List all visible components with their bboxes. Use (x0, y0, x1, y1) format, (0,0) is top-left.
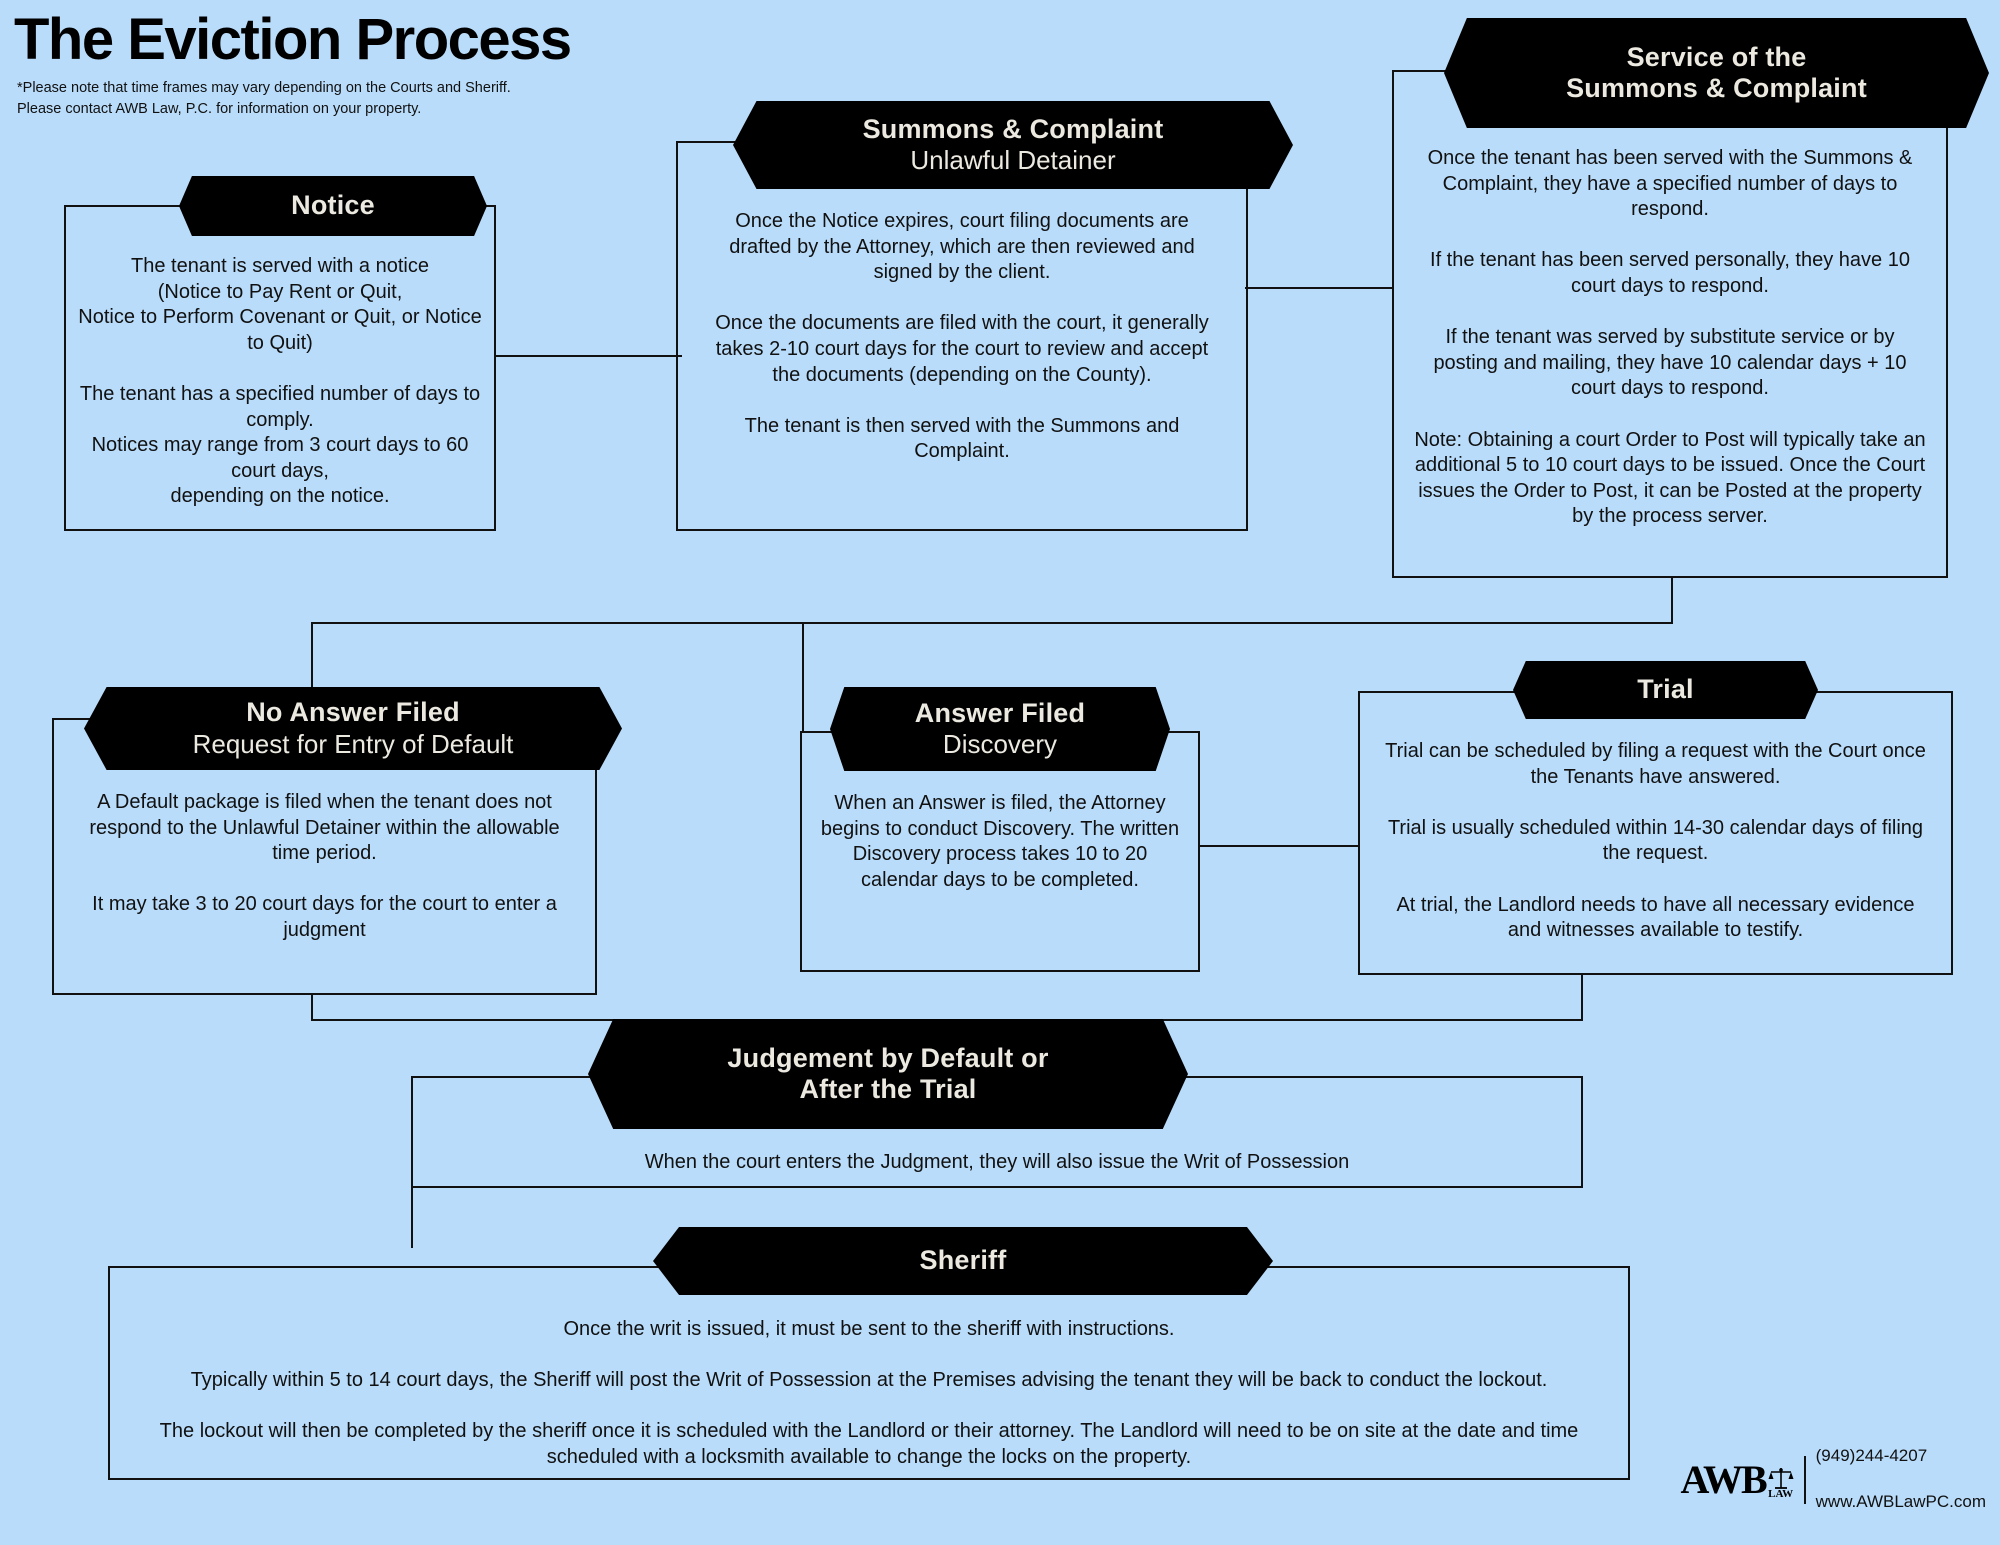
node-summons-title: Summons & Complaint (862, 113, 1164, 144)
scales-of-justice-icon: LAW (1768, 1466, 1794, 1500)
footer-logo: AWB LAW (949)244-4207 www.AWBLawPC.com (1681, 1422, 1987, 1537)
node-notice-title: Notice (291, 190, 375, 221)
connector-no-answer-down (311, 995, 313, 1021)
node-sheriff-banner: Sheriff (653, 1227, 1273, 1295)
node-summons-complaint: Summons & Complaint Unlawful Detainer On… (676, 101, 1293, 531)
awb-logo-mark: AWB LAW (1680, 1456, 1794, 1502)
connector-summons-to-service (1245, 287, 1393, 289)
node-notice-body: The tenant is served with a notice (Noti… (78, 255, 482, 508)
node-trial-title: Trial (1637, 674, 1694, 705)
node-trial-body: Trial can be scheduled by filing a reque… (1385, 740, 1926, 942)
node-service-title: Service of the (1626, 41, 1807, 72)
node-answer-subtitle: Discovery (942, 729, 1058, 760)
connector-bus-to-answer (802, 622, 804, 731)
node-answer-filed: Answer Filed Discovery When an Answer is… (800, 687, 1200, 972)
footer-website[interactable]: www.AWBLawPC.com (1815, 1492, 1986, 1512)
node-judgement-subtitle: After the Trial (799, 1074, 977, 1104)
node-sheriff-body: Once the writ is issued, it must be sent… (159, 1318, 1579, 1468)
node-summons-banner: Summons & Complaint Unlawful Detainer (733, 101, 1293, 189)
connector-trial-down (1581, 975, 1583, 1021)
node-judgement-body: When the court enters the Judgment, they… (644, 1151, 1350, 1173)
node-judgement-title: Judgement by Default or (727, 1042, 1049, 1073)
awb-logo-sub: LAW (1768, 1487, 1794, 1500)
connector-bus-to-no-answer (311, 622, 313, 706)
footer-contact: (949)244-4207 www.AWBLawPC.com (1816, 1422, 1986, 1537)
node-notice-banner: Notice (179, 176, 487, 236)
disclaimer-note: *Please note that time frames may vary d… (17, 80, 511, 118)
node-service-banner: Service of the Summons & Complaint (1444, 18, 1989, 128)
node-no-answer-filed: No Answer Filed Request for Entry of Def… (52, 687, 622, 995)
node-sheriff-title: Sheriff (919, 1245, 1007, 1276)
node-answer-body: When an Answer is filed, the Attorney be… (820, 792, 1180, 891)
footer-phone: (949)244-4207 (1815, 1446, 1928, 1466)
node-no-answer-body: A Default package is filed when the tena… (89, 791, 560, 941)
node-service-subtitle: Summons & Complaint (1566, 73, 1867, 103)
awb-logo-word: AWB (1680, 1456, 1768, 1502)
node-trial: Trial Trial can be scheduled by filing a… (1358, 661, 1953, 975)
node-summons-subtitle: Unlawful Detainer (910, 145, 1116, 176)
connector-notice-to-summons (496, 355, 682, 357)
node-no-answer-subtitle: Request for Entry of Default (192, 728, 514, 759)
node-judgement-banner: Judgement by Default or After the Trial (588, 1019, 1188, 1129)
node-service-body: Once the tenant has been served with the… (1414, 147, 1926, 528)
node-answer-banner: Answer Filed Discovery (830, 687, 1170, 771)
connector-judgement-to-sheriff (411, 1188, 413, 1248)
logo-divider (1803, 1455, 1806, 1504)
node-no-answer-banner: No Answer Filed Request for Entry of Def… (84, 687, 622, 770)
node-no-answer-title: No Answer Filed (246, 697, 460, 728)
node-summons-body: Once the Notice expires, court filing do… (715, 210, 1209, 463)
connector-row2-bus (311, 622, 1673, 624)
connector-answer-to-trial (1198, 845, 1358, 847)
connector-service-down (1671, 578, 1673, 623)
node-notice: Notice The tenant is served with a notic… (64, 176, 496, 531)
page-title: The Eviction Process (14, 7, 572, 72)
node-sheriff: Sheriff Once the writ is issued, it must… (108, 1227, 1630, 1480)
node-service-of-summons: Service of the Summons & Complaint Once … (1392, 18, 1989, 578)
node-judgement: Judgement by Default or After the Trial … (411, 1019, 1583, 1188)
node-answer-title: Answer Filed (914, 697, 1086, 728)
node-trial-banner: Trial (1513, 661, 1818, 719)
